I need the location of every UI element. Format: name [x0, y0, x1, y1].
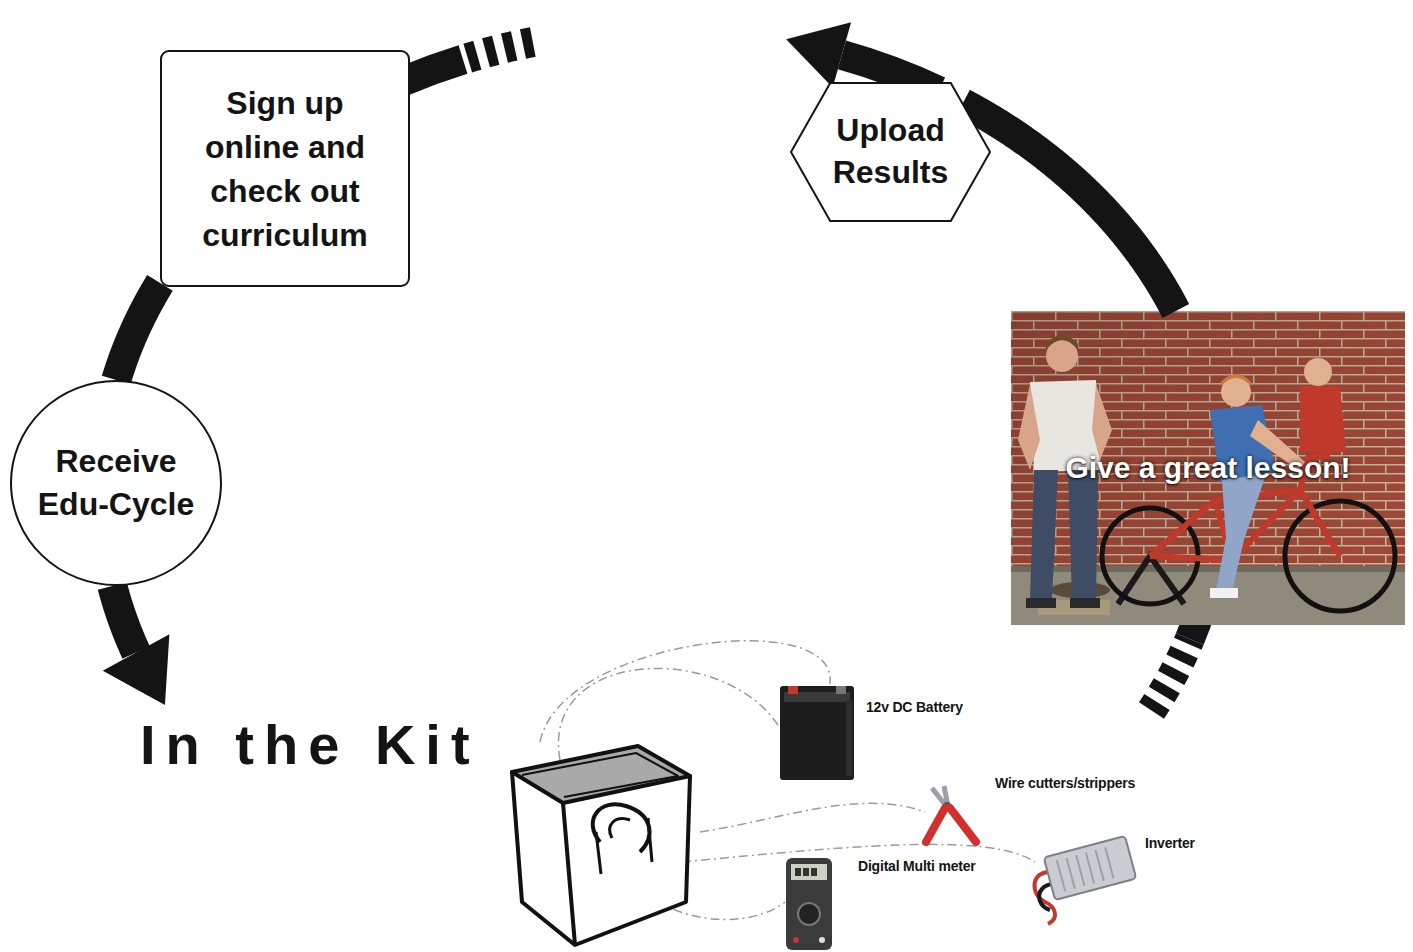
item-label: 12v DC Battery: [866, 699, 963, 715]
process-box: Sign up online and check out curriculum: [160, 50, 410, 287]
node-text: In the Kit: [140, 713, 480, 777]
inverter-icon: [1035, 836, 1137, 924]
circle-shape: [11, 381, 221, 585]
wire-cutter-icon: [926, 786, 976, 842]
connector-line: [116, 283, 160, 380]
hexagon-step: Upload Results: [790, 82, 991, 222]
battery-icon: [780, 686, 854, 780]
connector-line: [963, 103, 1176, 311]
cycle-connector: [116, 283, 160, 380]
arrow-head: [103, 634, 170, 705]
node-text: Receive Edu-Cycle: [28, 440, 204, 526]
cycle-connector: [963, 103, 1176, 311]
node-text: Upload Results: [825, 110, 956, 193]
node-text: Give a great lesson!: [1065, 450, 1350, 486]
kit-group: In the Kit: [135, 705, 695, 950]
cycle-connector: [103, 586, 170, 705]
arc-tail-stripes: [463, 42, 533, 60]
node-text: Sign up online and check out curriculum: [182, 81, 388, 257]
photo-panel: Give a great lesson!: [1011, 311, 1405, 625]
circle-outline: [10, 380, 222, 586]
item-label: Digital Multi meter: [858, 858, 976, 874]
multimeter-icon: [786, 858, 832, 950]
item-label: Wire cutters/strippers: [995, 775, 1135, 791]
kit-bag: [512, 746, 690, 945]
item-label: Inverter: [1145, 835, 1195, 851]
circle-step: Receive Edu-Cycle: [10, 380, 222, 586]
connector-line: [112, 586, 136, 653]
lesson-photo: [1011, 311, 1405, 625]
arc-tail-stripes: [1152, 639, 1190, 711]
hexagon-shape: [791, 83, 990, 221]
arc-arrowhead: [786, 22, 851, 87]
hexagon-outline: [790, 82, 991, 222]
